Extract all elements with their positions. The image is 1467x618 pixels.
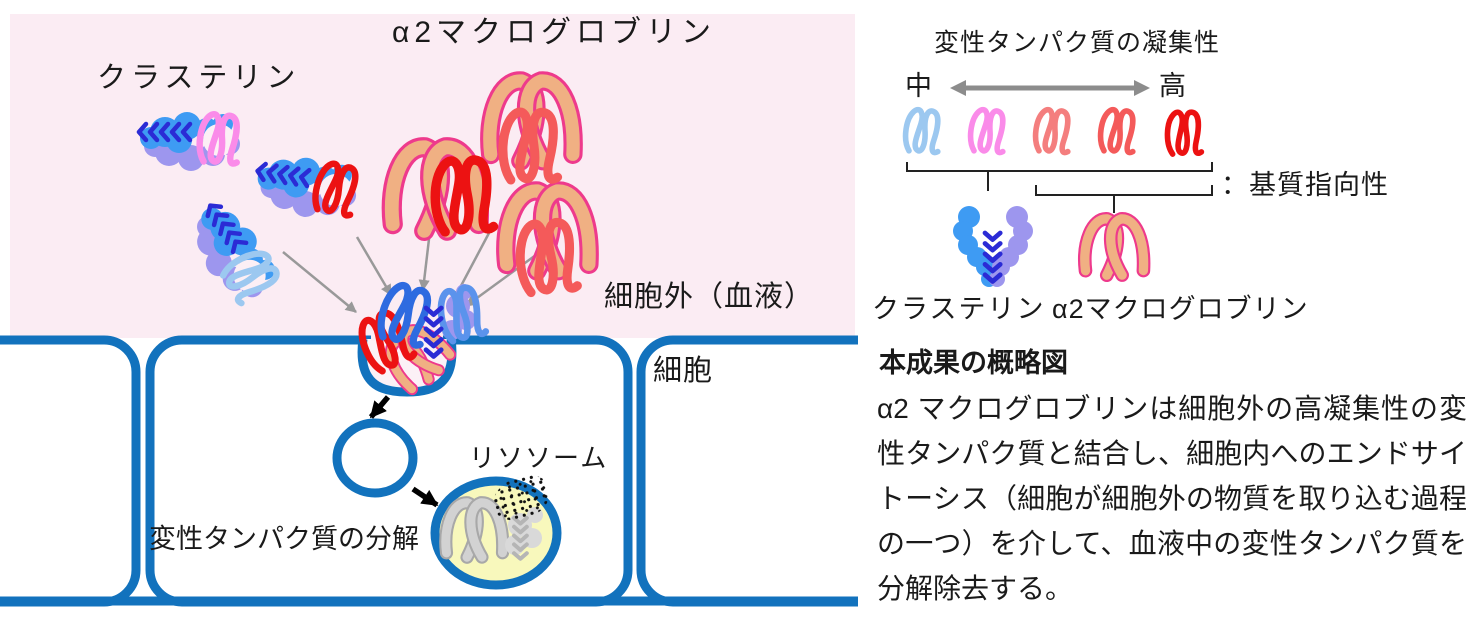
legend-clusterin-label: クラステリン: [872, 294, 1046, 324]
a2m-icon: [1081, 216, 1147, 276]
substrate-specificity-label: ：基質指向性: [1221, 170, 1389, 200]
cell-label: 細胞: [653, 355, 714, 387]
scale-high-label: 高: [1159, 71, 1186, 101]
degradation-label: 変性タンパク質の分解: [149, 524, 419, 554]
legend-a2m-label: α2マクログロブリン: [1052, 294, 1309, 324]
scale-low-label: 中: [905, 71, 932, 101]
process-arrows: [368, 395, 439, 508]
converging-arrows: [282, 221, 541, 313]
extracellular-label: 細胞外（血液）: [604, 281, 815, 313]
aggregation-scale-arrow: [950, 80, 1150, 96]
lysosome-label: リソソーム: [469, 443, 609, 473]
aggregation-spectrum-squiggles: [906, 110, 1202, 157]
pit-protein-cluster: [353, 283, 486, 396]
caption-body: α2 マクログロブリンは細胞外の高凝集性の変性タンパク質と結合し、細胞内へのエン…: [877, 393, 1467, 604]
legend-title: 変性タンパク質の凝集性: [934, 29, 1221, 57]
a2m-label: α2マクログロブリン: [392, 16, 717, 49]
caption-heading: 本成果の概略図: [879, 348, 1068, 378]
endocytic-vesicle: [332, 418, 418, 498]
substrate-brackets: [906, 162, 1213, 213]
clusterin-label: クラステリン: [97, 62, 301, 94]
clusterin-icon: [953, 206, 1033, 287]
